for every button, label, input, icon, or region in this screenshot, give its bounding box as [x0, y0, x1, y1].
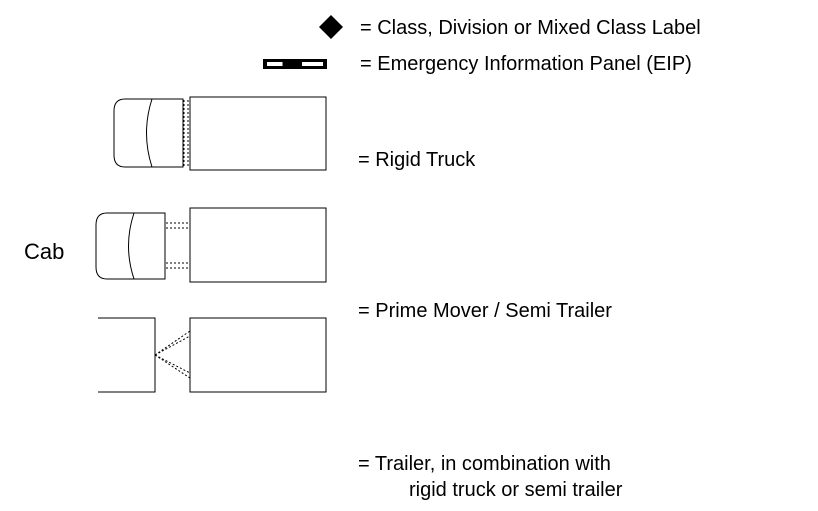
rigid-truck-icon [113, 96, 327, 171]
prime-mover-description: = Prime Mover / Semi Trailer [358, 300, 612, 322]
rigid-truck-description: = Rigid Truck [358, 149, 476, 171]
semi-trailer-icon [98, 317, 327, 393]
svg-text:+: + [289, 63, 293, 69]
trailer-description-line2: rigid truck or semi trailer [409, 479, 623, 501]
cab-label: Cab [24, 239, 65, 264]
eip-symbol-description: = Emergency Information Panel (EIP) [360, 53, 692, 75]
prime-mover-cab-icon [95, 207, 327, 283]
label-symbol-description: = Class, Division or Mixed Class Label [360, 17, 701, 39]
eip-panel-icon: + [263, 59, 327, 69]
trailer-description-line1: = Trailer, in combination with [358, 453, 611, 475]
diamond-icon [319, 15, 343, 39]
